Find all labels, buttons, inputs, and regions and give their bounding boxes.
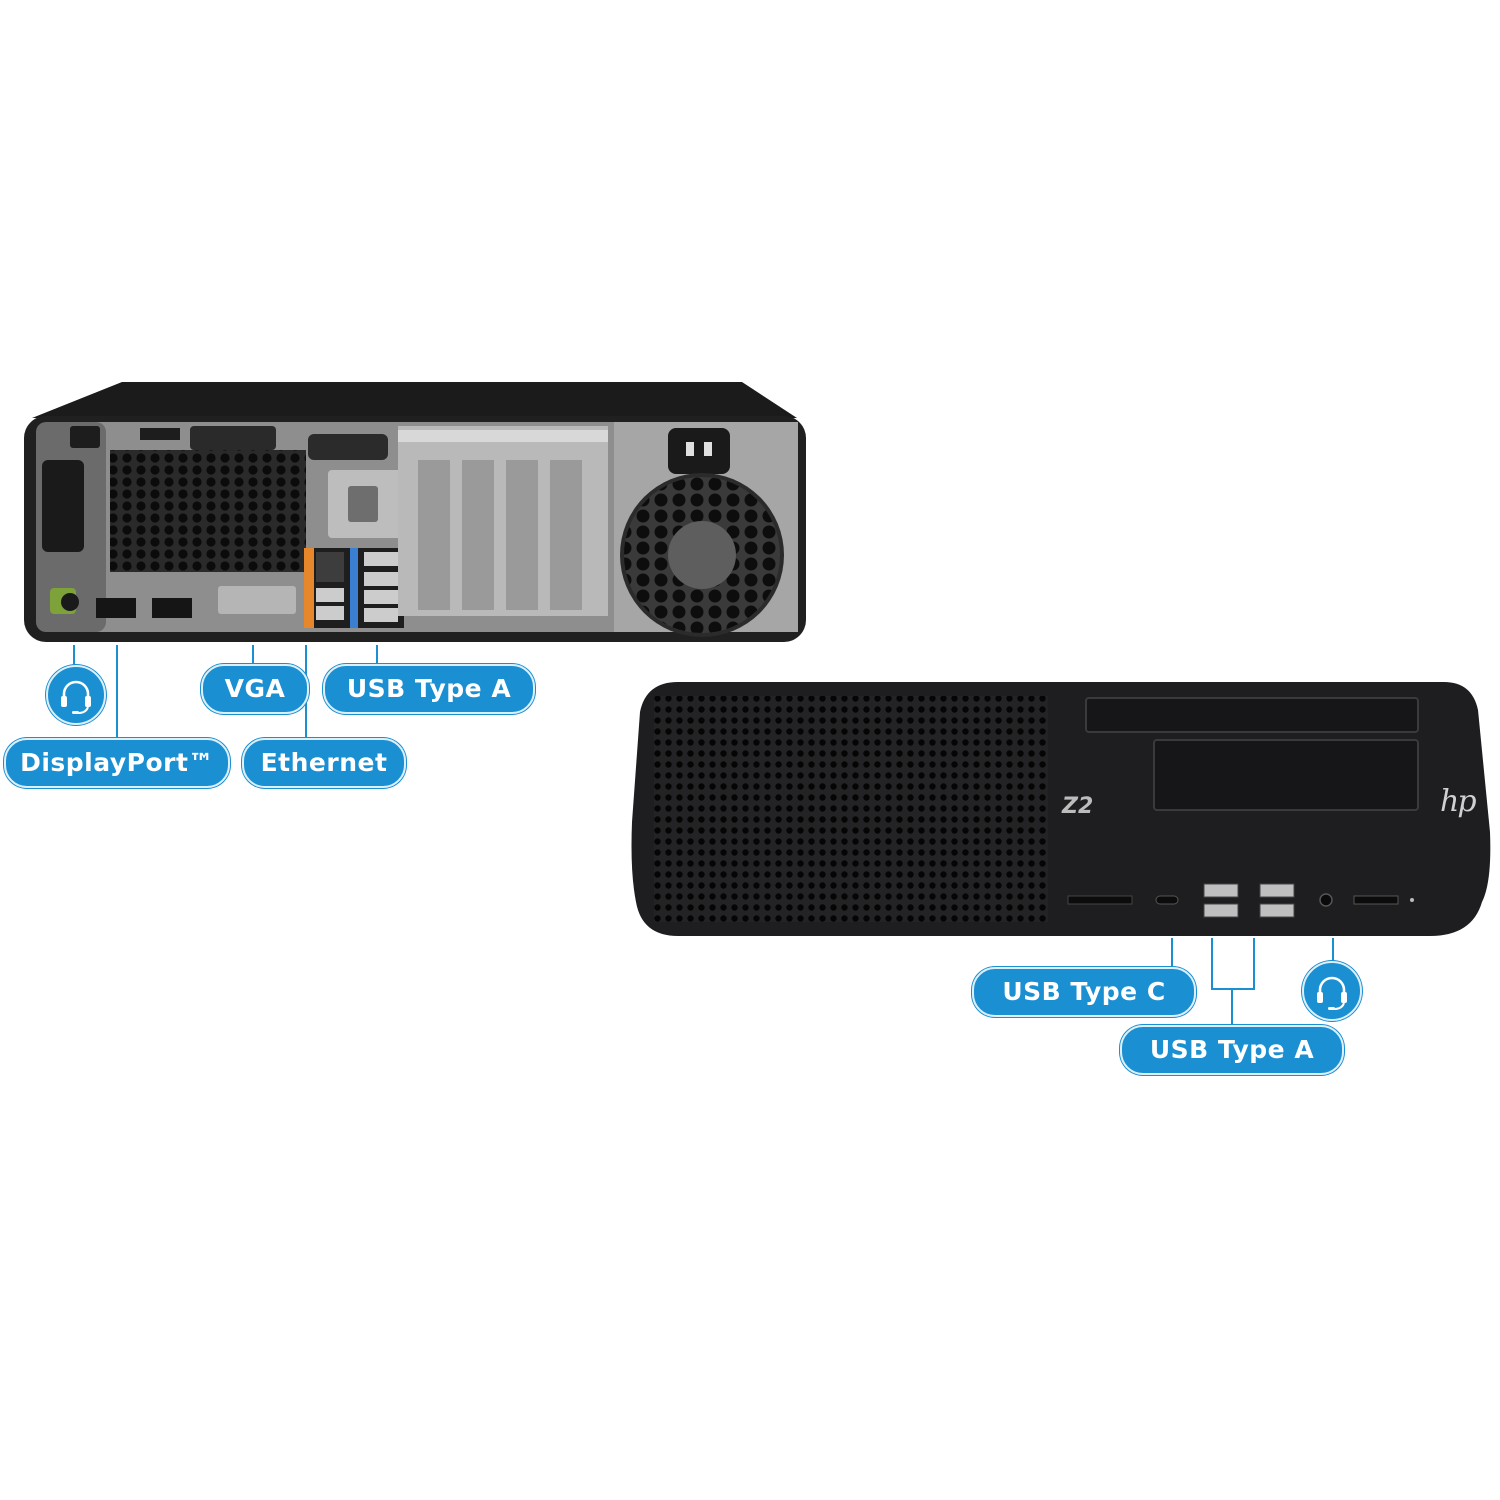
hp-logo: hp bbox=[1440, 784, 1477, 819]
model-label: Z2 bbox=[1062, 794, 1094, 819]
leader-line-vga bbox=[252, 645, 254, 665]
callout-vga: VGA bbox=[201, 664, 309, 714]
leader-line-usb-a-front-left bbox=[1211, 938, 1213, 990]
leader-line-displayport bbox=[116, 645, 118, 740]
callout-usb-type-c-front: USB Type C bbox=[972, 967, 1196, 1017]
headset-icon bbox=[46, 665, 106, 725]
leader-line-usb-a-front-right bbox=[1253, 938, 1255, 990]
leader-line-usb-a-front-drop bbox=[1231, 988, 1233, 1026]
leader-line-usb-a-rear bbox=[376, 645, 378, 665]
leader-line-usb-a-front-bar bbox=[1211, 988, 1255, 990]
callout-usb-type-a-front: USB Type A bbox=[1120, 1025, 1344, 1075]
front-view-image: Z2 hp bbox=[630, 682, 1492, 940]
leader-line-headset-front bbox=[1332, 938, 1334, 962]
callout-ethernet: Ethernet bbox=[242, 738, 406, 788]
callout-displayport: DisplayPort™ bbox=[4, 738, 230, 788]
callout-usb-type-a-rear: USB Type A bbox=[323, 664, 535, 714]
rear-view-image bbox=[22, 380, 808, 645]
leader-line-usb-c-front bbox=[1171, 938, 1173, 970]
headset-icon bbox=[1302, 961, 1362, 1021]
leader-line-headset-rear bbox=[73, 645, 75, 665]
